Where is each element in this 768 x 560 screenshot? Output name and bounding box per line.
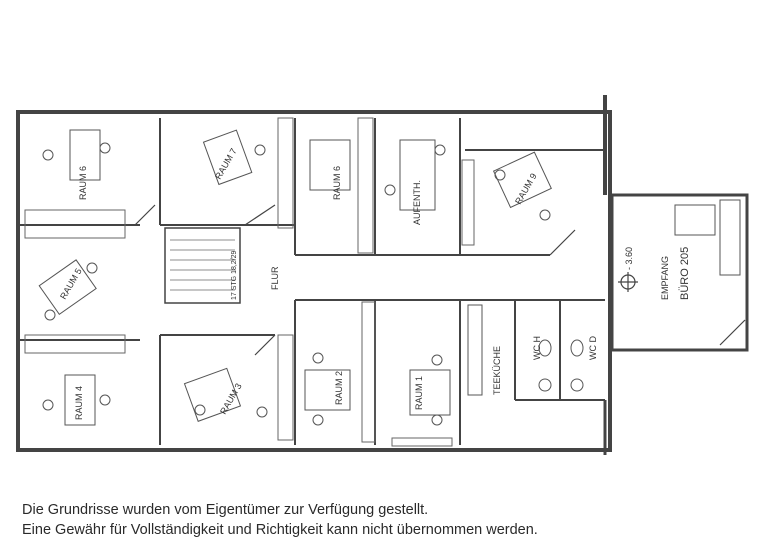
door	[549, 229, 576, 256]
label-raum4: RAUM 4	[74, 386, 84, 420]
sofa	[719, 199, 741, 276]
label-wcd: WC D	[588, 336, 598, 360]
chair	[312, 352, 324, 364]
desk	[202, 129, 253, 186]
label-teekueche: TEEKÜCHE	[492, 346, 502, 395]
label-raum5: RAUM 5	[58, 267, 84, 301]
chair	[256, 406, 268, 418]
shelf	[277, 334, 294, 441]
desk	[64, 374, 96, 426]
staircase	[164, 227, 241, 304]
caption-line-2: Eine Gewähr für Vollständigkeit und Rich…	[22, 522, 538, 538]
chair	[539, 209, 551, 221]
door	[134, 204, 156, 226]
shelf	[361, 301, 376, 443]
toilet	[538, 339, 552, 357]
label-aufenth: AUFENTH.	[412, 180, 422, 225]
chair	[86, 262, 98, 274]
chair	[194, 404, 206, 416]
outer-wall	[16, 110, 612, 452]
chair	[254, 144, 266, 156]
chair	[431, 354, 443, 366]
label-level: - 3.60	[624, 247, 634, 270]
label-raum2: RAUM 2	[334, 371, 344, 405]
shelf	[277, 117, 294, 229]
desk	[69, 129, 101, 181]
empfang-wall	[610, 193, 749, 352]
label-raum6: RAUM 6	[78, 166, 88, 200]
shelf	[461, 159, 475, 246]
label-wch: WC H	[532, 336, 542, 360]
label-raum3: RAUM 3	[218, 382, 244, 416]
chair	[99, 142, 111, 154]
desk	[304, 369, 351, 411]
desk	[183, 367, 242, 422]
label-raum6b: RAUM 6	[332, 166, 342, 200]
chair	[494, 169, 506, 181]
sofa	[674, 204, 716, 236]
label-flur: FLUR	[270, 266, 280, 290]
chair	[44, 309, 56, 321]
shelf	[357, 117, 374, 254]
kitchen-counter	[467, 304, 483, 396]
desk	[38, 259, 97, 316]
chair	[99, 394, 111, 406]
chair	[312, 414, 324, 426]
door	[719, 319, 746, 346]
door	[244, 204, 276, 226]
chair	[431, 414, 443, 426]
door	[254, 334, 276, 356]
shelf	[24, 334, 126, 354]
chair	[434, 144, 446, 156]
label-buero: BÜRO 205	[679, 247, 691, 300]
shelf	[24, 209, 126, 239]
desk	[309, 139, 351, 191]
chair	[384, 184, 396, 196]
shelf	[391, 437, 453, 447]
table	[399, 139, 436, 211]
label-empfang: EMPFANG	[660, 256, 670, 300]
label-raum9: RAUM 9	[513, 172, 539, 206]
chair	[42, 149, 54, 161]
label-raum1: RAUM 1	[414, 376, 424, 410]
chair	[42, 399, 54, 411]
desk	[409, 369, 451, 416]
toilet	[570, 339, 584, 357]
sink	[570, 378, 584, 392]
floor-plan: RAUM 6 RAUM 7 RAUM 6 AUFENTH. RAUM 9 RAU…	[16, 95, 749, 455]
caption: Die Grundrisse wurden vom Eigentümer zur…	[22, 500, 538, 540]
sink	[538, 378, 552, 392]
label-raum7: RAUM 7	[213, 147, 239, 181]
caption-line-1: Die Grundrisse wurden vom Eigentümer zur…	[22, 502, 429, 518]
desk	[492, 151, 552, 209]
label-stair: 17 STG 18,2/29	[231, 250, 238, 300]
